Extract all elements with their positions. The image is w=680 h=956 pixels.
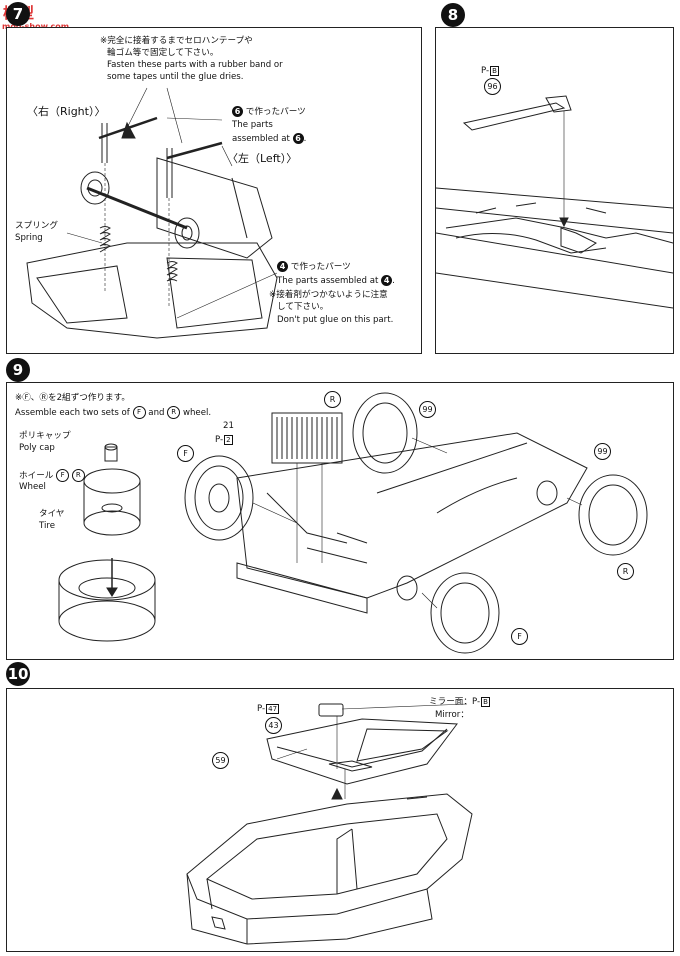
step7-spring-jp: スプリング (15, 221, 58, 231)
part-99-top: 99 (419, 401, 436, 418)
tire-en: Tire (39, 521, 56, 531)
step7-parts6-label: 6 で作ったパーツ (232, 106, 306, 118)
step9-number-badge: 9 (6, 358, 30, 382)
step10-number-badge: 10 (6, 662, 30, 686)
step9-chassis-wheels-drawing (58, 392, 648, 654)
step8-runner-label: P-B (481, 66, 499, 77)
step7-glue-en: Don't put glue on this part. (277, 315, 394, 325)
step7-note-jp-2: 輪ゴム等で固定して下さい。 (107, 48, 219, 58)
step7-glue-jp-1: ※接着剤がつかないように注意 (269, 290, 388, 300)
front-wheel-marker-bottom: F (511, 628, 528, 645)
front-marker: F (132, 406, 146, 419)
part-99-right: 99 (594, 443, 611, 460)
polycap-en: Poly cap (19, 443, 55, 453)
step9-note-jp: ※Ⓕ、Ⓡを2組ずつ作ります。 (15, 393, 130, 403)
front-wheel-marker-left: F (177, 445, 194, 462)
polycap-jp: ポリキャップ (19, 431, 71, 441)
step9-panel: ※Ⓕ、Ⓡを2組ずつ作ります。 Assemble each two sets of… (6, 382, 674, 660)
wheel-rear-marker: R (71, 469, 85, 482)
mirror-jp-line: ミラー面：P-B (429, 697, 490, 708)
step9-note-en-and: and (148, 408, 165, 418)
step9-runner-label: P-2 (215, 435, 233, 446)
step9-note-en-post: wheel. (182, 408, 212, 418)
rear-wheel-marker-right: R (617, 563, 634, 580)
step7-parts6-en-2-line: assembled at 6. (232, 133, 307, 144)
step7-parts6-jp: で作ったパーツ (245, 107, 306, 117)
step7-right-label: 〈右（Right）〉 (27, 105, 106, 118)
step7-note-en-2: some tapes until the glue dries. (107, 72, 244, 82)
step4-ref-badge-2: 4 (381, 275, 393, 286)
rear-wheel-marker-top: R (324, 391, 341, 408)
step4-ref-badge: 4 (277, 261, 288, 272)
part-59: 59 (212, 752, 229, 769)
step8-runner-box: B (490, 66, 499, 76)
part-21: 21 (223, 421, 234, 431)
step7-left-label: 〈左（Left）〉 (227, 152, 298, 165)
mirror-jp: ミラー面：P- (429, 697, 481, 707)
rear-marker: R (167, 406, 181, 419)
step7-parts6-en-2: assembled at (232, 134, 290, 144)
step6-ref-badge-2: 6 (292, 133, 304, 144)
step7-parts4-jp: で作ったパーツ (290, 262, 351, 272)
step10-runner-box: 47 (266, 704, 280, 714)
wheel-jp-line: ホイール F R (19, 469, 85, 482)
mirror-en: Mirror： (435, 710, 469, 720)
step10-runner: P- (257, 704, 266, 714)
step7-parts4-label: 4 で作ったパーツ (277, 261, 351, 273)
step8-number-badge: 8 (441, 3, 465, 27)
step7-rear-suspension-drawing (26, 87, 278, 339)
step9-note-en: Assemble each two sets of F and R wheel. (15, 406, 211, 419)
watermark-url: moo-show.com (2, 22, 69, 31)
step7-note-en-1: Fasten these parts with a rubber band or (107, 60, 283, 70)
step9-runner-box: 2 (224, 435, 233, 445)
step10-panel: P-47 43 59 ミラー面：P-B Mirror： (6, 688, 674, 952)
part-43: 43 (265, 717, 282, 734)
step10-body-tray-drawing (186, 703, 473, 945)
step9-runner: P- (215, 435, 224, 445)
step9-note-en-pre: Assemble each two sets of (15, 408, 130, 418)
step7-parts6-en-1: The parts (232, 120, 273, 130)
mirror-runner-box: B (481, 697, 490, 707)
step10-runner-label: P-47 (257, 704, 280, 715)
step7-spring-en: Spring (15, 233, 43, 243)
wheel-front-marker: F (56, 469, 70, 482)
step7-note-jp-1: ※完全に接着するまでセロハンテープや (100, 36, 253, 46)
step6-ref-badge: 6 (232, 106, 243, 117)
step8-part-96: 96 (484, 78, 501, 95)
tire-jp: タイヤ (39, 509, 65, 519)
step7-parts4-en-line: The parts assembled at 4. (277, 275, 395, 286)
step8-floor-part-drawing (436, 95, 673, 309)
step7-glue-jp-2: して下さい。 (277, 302, 329, 312)
step7-parts4-en: The parts assembled at (277, 276, 379, 286)
step7-number-badge: 7 (6, 2, 30, 26)
wheel-en: Wheel (19, 482, 46, 492)
step7-panel: ※完全に接着するまでセロハンテープや 輪ゴム等で固定して下さい。 Fasten … (6, 27, 422, 354)
wheel-jp: ホイール (19, 471, 54, 481)
step8-runner: P- (481, 66, 490, 76)
step8-panel: P-B 96 (435, 27, 674, 354)
